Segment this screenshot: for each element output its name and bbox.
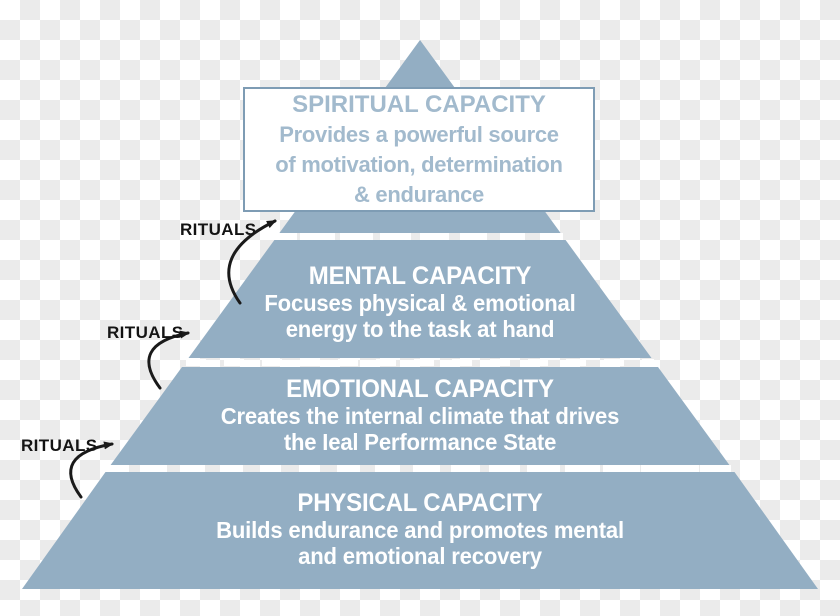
spiritual-title: SPIRITUAL CAPACITY [292, 90, 546, 118]
physical-line-1: Builds endurance and promotes mental [216, 517, 624, 543]
spiritual-line-2: of motivation, determination [275, 151, 563, 177]
mental-title: MENTAL CAPACITY [308, 262, 532, 290]
rituals-label-top: RITUALS [180, 220, 257, 239]
mental-line-2: energy to the task at hand [285, 316, 555, 342]
curved-arrow-bottom [69, 441, 114, 499]
rituals-label-bottom: RITUALS [21, 436, 98, 455]
emotional-title: EMOTIONAL CAPACITY [286, 375, 554, 403]
physical-capacity-text: PHYSICAL CAPACITY Builds endurance and p… [17, 489, 823, 570]
physical-title: PHYSICAL CAPACITY [297, 489, 543, 517]
curved-arrow-top [227, 219, 277, 305]
emotional-line-1: Creates the internal climate that drives [220, 403, 620, 429]
curved-arrow-middle [147, 330, 190, 390]
physical-line-2: and emotional recovery [298, 543, 542, 569]
emotional-capacity-text: EMOTIONAL CAPACITY Creates the internal … [17, 375, 823, 456]
rituals-label-middle: RITUALS [107, 323, 184, 342]
spiritual-line-1: Provides a powerful source [279, 121, 559, 147]
spiritual-capacity-box: SPIRITUAL CAPACITY Provides a powerful s… [243, 87, 595, 212]
emotional-line-2: the Ieal Performance State [283, 429, 557, 455]
mental-line-1: Focuses physical & emotional [264, 290, 576, 316]
mental-capacity-text: MENTAL CAPACITY Focuses physical & emoti… [17, 262, 823, 343]
pyramid-level-mental [188, 240, 652, 358]
pyramid-level-physical [22, 472, 818, 589]
spiritual-line-3: & endurance [354, 181, 484, 207]
pyramid-level-emotional [110, 367, 730, 465]
